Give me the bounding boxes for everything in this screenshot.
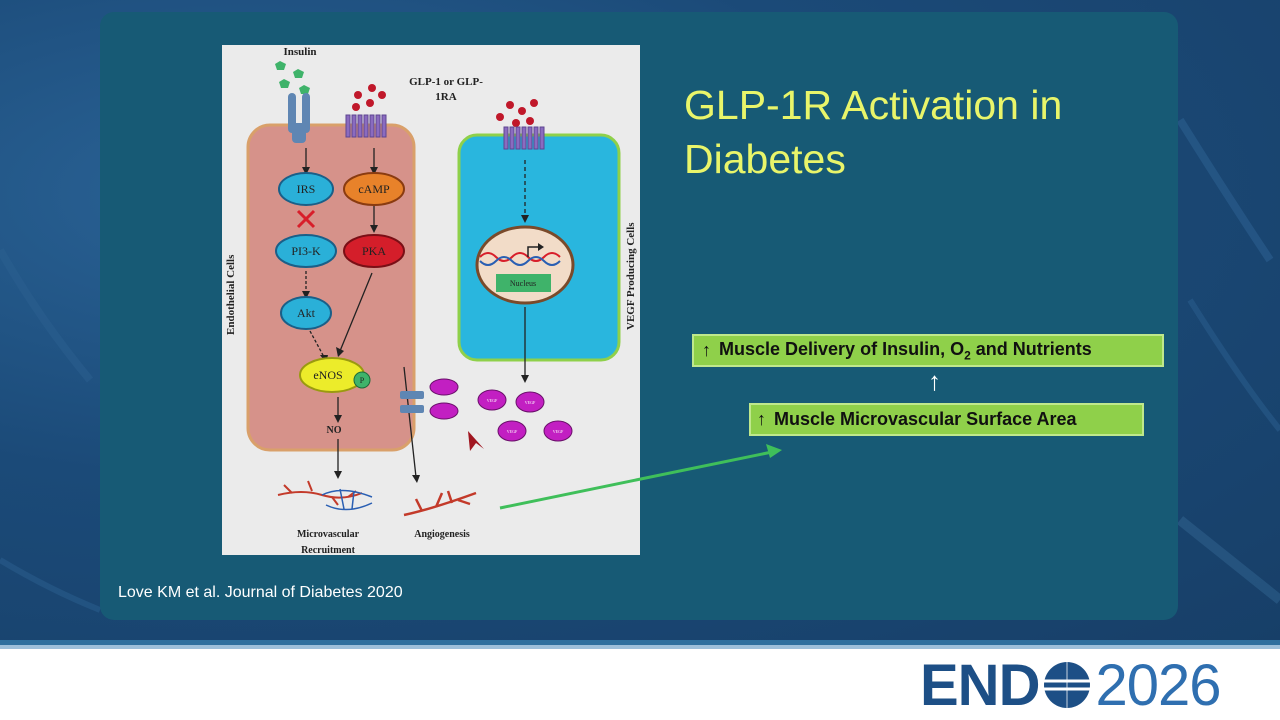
akt-node bbox=[280, 296, 332, 330]
background-texture bbox=[0, 117, 1280, 613]
microvascular-label-line2: Recruitment bbox=[301, 545, 356, 555]
phosphate-label: P bbox=[360, 376, 365, 385]
glp-label-line1: GLP-1 or GLP- bbox=[409, 76, 483, 88]
irs-label: IRS bbox=[297, 182, 316, 196]
nucleus-label: Nucleus bbox=[510, 279, 536, 288]
pathway-figure: Insulin GLP-1 or GLP- 1RA IRS PI3-K Akt … bbox=[222, 45, 640, 556]
endothelial-cell bbox=[246, 123, 416, 452]
pathway-diagram: Insulin GLP-1 or GLP- 1RA IRS PI3-K Akt … bbox=[225, 46, 637, 556]
vegf-label-4: VEGF bbox=[553, 429, 564, 434]
phosphate-node bbox=[353, 371, 371, 389]
surface-area-box: ↑ Muscle Microvascular Surface Area bbox=[749, 403, 1144, 436]
nucleus-label-box bbox=[496, 274, 551, 292]
angiogenesis-icon bbox=[403, 490, 477, 517]
surface-area-text: Muscle Microvascular Surface Area bbox=[774, 409, 1077, 429]
muscle-delivery-box: ↑ Muscle Delivery of Insulin, O2 and Nut… bbox=[692, 334, 1164, 367]
glp1-receptor bbox=[345, 114, 545, 150]
angiogenesis-label: Angiogenesis bbox=[414, 529, 470, 540]
akt-label: Akt bbox=[297, 306, 316, 320]
direction-arrow-icon bbox=[468, 431, 484, 451]
endothelial-label: Endothelial Cells bbox=[225, 254, 237, 335]
up-arrow-icon: ↑ bbox=[702, 340, 711, 360]
vegf-cells-label: VEGF Producing Cells bbox=[625, 222, 637, 330]
pi3k-node bbox=[275, 234, 337, 268]
footer-stripe-light bbox=[0, 645, 1280, 649]
camp-label: cAMP bbox=[358, 182, 390, 196]
vegf-label-3: VEGF bbox=[507, 429, 518, 434]
pi3k-label: PI3-K bbox=[291, 244, 321, 258]
transcription-arrow-icon bbox=[527, 246, 540, 257]
insulin-molecules bbox=[275, 61, 310, 94]
pka-label: PKA bbox=[362, 244, 386, 258]
enos-label: eNOS bbox=[313, 368, 342, 382]
endo-logo: END 2026 bbox=[920, 653, 1222, 718]
footer-stripe bbox=[0, 640, 1280, 645]
glp1-molecules bbox=[352, 84, 538, 127]
up-arrow-icon: ↑ bbox=[757, 409, 766, 429]
no-label: NO bbox=[327, 425, 342, 436]
logo-brand: END bbox=[920, 652, 1040, 718]
vegf-molecules bbox=[477, 389, 573, 442]
glp-label-line2: 1RA bbox=[435, 91, 456, 103]
logo-year: 2026 bbox=[1095, 652, 1221, 718]
vegf-label-2: VEGF bbox=[525, 400, 536, 405]
vegf-receptor bbox=[400, 378, 459, 420]
camp-node bbox=[343, 172, 405, 206]
irs-node bbox=[278, 172, 334, 206]
insulin-label: Insulin bbox=[283, 46, 316, 58]
insulin-receptor bbox=[288, 93, 310, 143]
vegf-label-1: VEGF bbox=[487, 398, 498, 403]
citation: Love KM et al. Journal of Diabetes 2020 bbox=[118, 584, 403, 601]
between-up-arrow-icon: ↑ bbox=[928, 366, 941, 396]
slide-title: GLP-1R Activation in Diabetes bbox=[684, 82, 1063, 182]
pka-node bbox=[343, 234, 405, 268]
microvascular-label-line1: Microvascular bbox=[297, 529, 360, 540]
inhibition-icon bbox=[296, 209, 316, 229]
dna-icon bbox=[479, 252, 561, 262]
globe-icon bbox=[1044, 662, 1091, 708]
muscle-delivery-text: Muscle Delivery of Insulin, O2 and Nutri… bbox=[719, 338, 1092, 363]
pathway-arrows bbox=[305, 148, 526, 478]
